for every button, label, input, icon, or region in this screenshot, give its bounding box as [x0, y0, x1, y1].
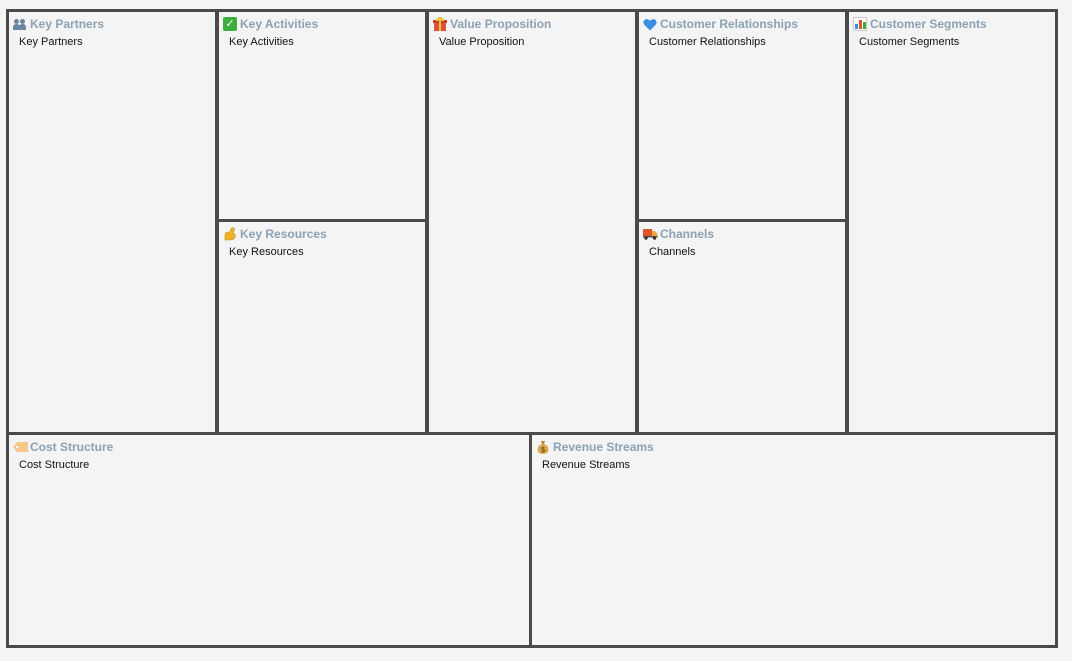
block-key-partners[interactable]: Key Partners Key Partners [6, 9, 218, 435]
block-customer-relationships[interactable]: Customer Relationships Customer Relation… [636, 9, 848, 222]
svg-text:$: $ [541, 446, 546, 454]
block-header: Key Resources [223, 225, 327, 243]
block-header: $ Revenue Streams [536, 438, 654, 456]
block-title: Cost Structure [30, 440, 114, 454]
block-header: Cost Structure [13, 438, 113, 456]
block-title: Channels [660, 227, 715, 241]
block-channels[interactable]: Channels Channels [636, 219, 848, 435]
block-key-resources[interactable]: Key Resources Key Resources [216, 219, 428, 435]
blue-heart-icon [643, 17, 657, 31]
block-header: Key Partners [13, 15, 104, 33]
block-title: Key Activities [240, 17, 319, 31]
block-content[interactable]: Key Partners [19, 36, 83, 48]
money-bag-icon: $ [536, 440, 550, 454]
checkmark-icon: ✓ [223, 17, 237, 31]
block-content[interactable]: Key Resources [229, 246, 304, 258]
block-content[interactable]: Value Proposition [439, 36, 525, 48]
block-content[interactable]: Customer Relationships [649, 36, 766, 48]
block-key-activities[interactable]: ✓ Key Activities Key Activities [216, 9, 428, 222]
block-content[interactable]: Key Activities [229, 36, 294, 48]
block-title: Key Resources [240, 227, 327, 241]
block-title: Key Partners [30, 17, 105, 31]
block-customer-segments[interactable]: Customer Segments Customer Segments [846, 9, 1058, 435]
tag-icon [13, 440, 28, 454]
flexed-arm-icon [223, 227, 237, 241]
truck-icon [643, 227, 658, 241]
block-title: Customer Segments [870, 17, 987, 31]
gift-icon [433, 17, 447, 31]
block-header: ✓ Key Activities [223, 15, 318, 33]
block-header: Customer Segments [853, 15, 987, 33]
block-title: Customer Relationships [660, 17, 799, 31]
block-content[interactable]: Cost Structure [19, 459, 90, 471]
bar-chart-icon [853, 17, 867, 31]
block-content[interactable]: Channels [649, 246, 696, 258]
block-content[interactable]: Revenue Streams [542, 459, 631, 471]
block-header: Value Proposition [433, 15, 551, 33]
block-content[interactable]: Customer Segments [859, 36, 960, 48]
block-header: Customer Relationships [643, 15, 798, 33]
two-people-icon [13, 17, 27, 31]
block-value-proposition[interactable]: Value Proposition Value Proposition [426, 9, 638, 435]
block-title: Value Proposition [450, 17, 552, 31]
block-cost-structure[interactable]: Cost Structure Cost Structure [6, 432, 532, 648]
block-title: Revenue Streams [553, 440, 654, 454]
block-revenue-streams[interactable]: $ Revenue Streams Revenue Streams [529, 432, 1058, 648]
block-header: Channels [643, 225, 714, 243]
